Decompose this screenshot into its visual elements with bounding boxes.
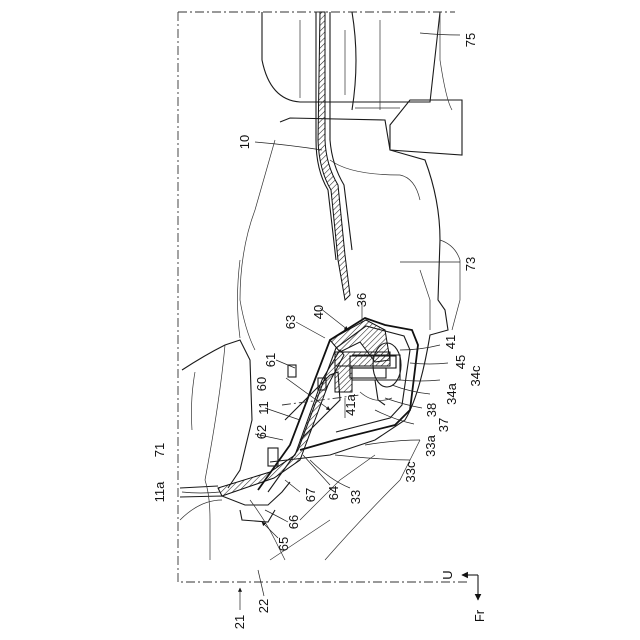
label-41a: 41a xyxy=(343,393,358,415)
label-62: 62 xyxy=(254,425,269,439)
label-64: 64 xyxy=(326,486,341,500)
label-33a: 33a xyxy=(423,434,438,456)
label-37: 37 xyxy=(436,418,451,432)
label-11a: 11a xyxy=(152,481,167,502)
label-38: 38 xyxy=(424,403,439,417)
direction-up-label: U xyxy=(440,570,455,579)
label-34a: 34a xyxy=(444,382,459,404)
label-73: 73 xyxy=(463,257,478,271)
label-40: 40 xyxy=(311,305,326,319)
label-36: 36 xyxy=(354,293,369,307)
panel-10 xyxy=(316,12,352,300)
label-34c: 34c xyxy=(468,365,483,386)
label-22: 22 xyxy=(256,599,271,613)
label-65: 65 xyxy=(276,537,291,551)
label-33c: 33c xyxy=(403,461,418,482)
labels: 75 10 73 36 40 63 41 45 34c 34a 38 37 41… xyxy=(152,33,483,629)
direction-front-label: Fr xyxy=(472,609,487,622)
label-21: 21 xyxy=(232,615,247,629)
label-75: 75 xyxy=(463,33,478,47)
component-75 xyxy=(262,12,462,155)
label-45: 45 xyxy=(453,355,468,369)
label-33: 33 xyxy=(348,490,363,504)
label-60: 60 xyxy=(254,377,269,391)
component-71 xyxy=(182,260,252,488)
label-66: 66 xyxy=(286,515,301,529)
label-61: 61 xyxy=(263,353,278,367)
label-10: 10 xyxy=(237,135,252,149)
direction-indicator: U Fr xyxy=(440,570,487,622)
label-11: 11 xyxy=(256,401,271,415)
label-41: 41 xyxy=(443,335,458,349)
label-71: 71 xyxy=(152,443,167,457)
label-67: 67 xyxy=(303,488,318,502)
label-63: 63 xyxy=(283,315,298,329)
